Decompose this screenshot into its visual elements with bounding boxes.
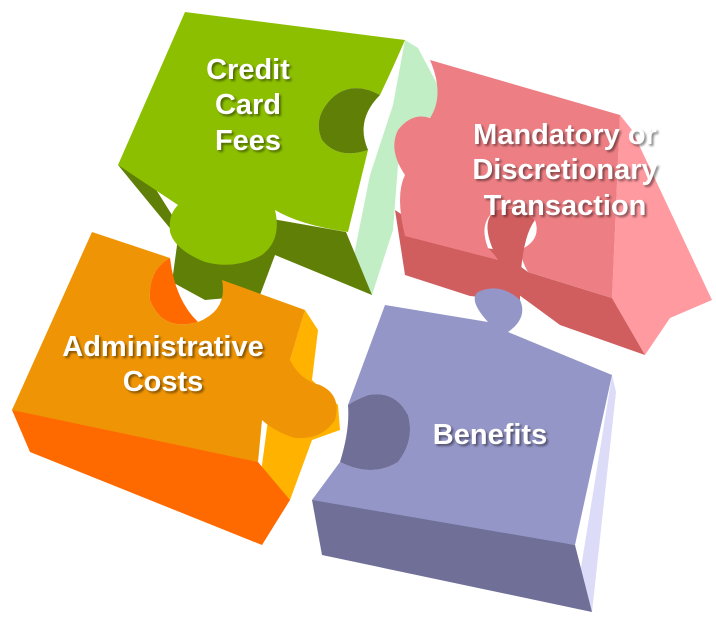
credit-card-fees-label: Credit Card Fees	[178, 53, 318, 159]
admin-label-line-2: Costs	[122, 366, 204, 399]
credit-piece-slot-shadow	[318, 88, 380, 154]
benefits-piece	[312, 288, 616, 612]
credit-label-line-1: Credit	[206, 54, 290, 86]
admin-label-line-1: Administrative	[62, 331, 264, 363]
admin-piece-top-face	[12, 232, 337, 462]
benefits-piece-slot-shadow	[340, 394, 411, 470]
mandatory-piece-slot-shadow	[487, 208, 535, 300]
mandatory-piece-top-face	[394, 60, 620, 298]
mandatory-label-line-3: Transaction	[483, 189, 647, 222]
credit-piece-right-face	[348, 40, 452, 295]
credit-label-line-3: Fees	[214, 124, 282, 157]
admin-piece-notch-shadow	[149, 258, 198, 325]
credit-card-fees-piece	[118, 12, 452, 300]
credit-piece-top-face	[118, 12, 405, 265]
mandatory-label-line-1: Mandatory or	[473, 119, 657, 151]
benefits-piece-front-face	[312, 498, 592, 612]
benefits-label-line-1: Benefits	[432, 419, 548, 451]
mandatory-piece-right-face	[612, 115, 712, 355]
administrative-costs-label: Administrative Costs	[32, 330, 294, 401]
benefits-label: Benefits	[410, 418, 570, 453]
mandatory-discretionary-label: Mandatory or Discretionary Transaction	[430, 118, 700, 224]
mandatory-discretionary-piece	[394, 60, 712, 355]
administrative-costs-piece	[12, 232, 340, 545]
mandatory-label-line-2: Discretionary	[472, 154, 658, 187]
benefits-piece-top-face	[312, 288, 612, 545]
admin-piece-front-face	[12, 395, 290, 545]
credit-label-line-2: Card	[214, 89, 282, 122]
benefits-piece-right-face	[575, 375, 616, 612]
